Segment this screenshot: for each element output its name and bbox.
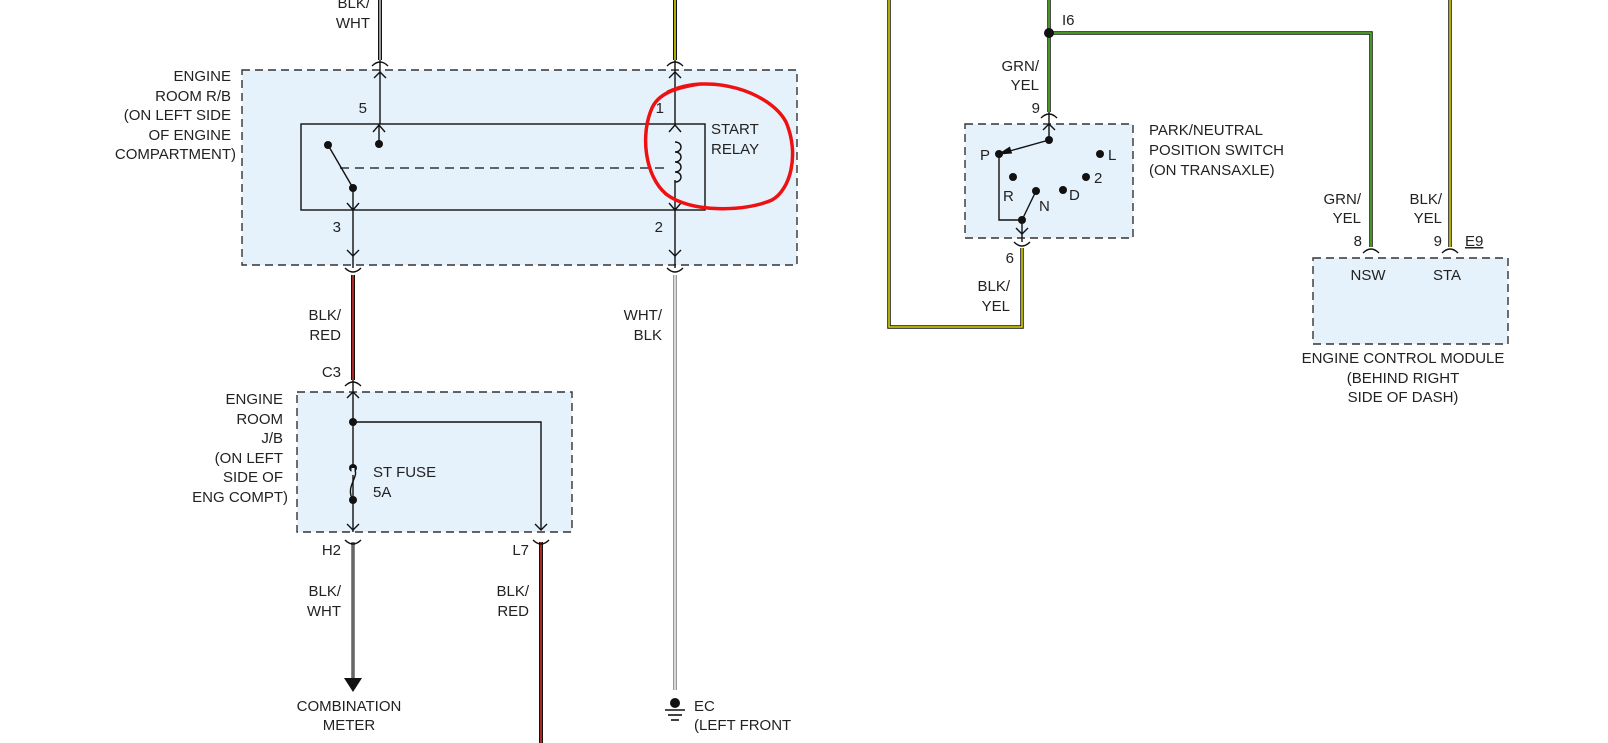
pn-position-2-dot <box>1082 173 1090 181</box>
pin-2-label: 2 <box>655 219 663 236</box>
svg-text:YEL: YEL <box>1414 210 1442 227</box>
pn-pos-l-label: L <box>1108 147 1116 164</box>
engine-room-rb-box <box>241 69 798 266</box>
engine-room-jb-label: ENGINE <box>225 391 283 408</box>
ground-icon <box>665 698 685 721</box>
jb-bus-line <box>353 421 542 530</box>
svg-text:(ON LEFT SIDE: (ON LEFT SIDE <box>124 107 231 124</box>
connector-l7-label: L7 <box>512 542 529 559</box>
svg-text:ROOM: ROOM <box>236 411 283 428</box>
pn-position-n-dot <box>1032 187 1040 195</box>
pn-pos-2-label: 2 <box>1094 170 1102 187</box>
start-relay-label: START <box>711 121 759 138</box>
connector-c3-label: C3 <box>322 364 341 381</box>
wire-label-top-left-1: BLK/ <box>337 0 370 12</box>
wire-grn-yel-2 <box>1049 31 1373 247</box>
ground-location-label: (LEFT FRONT <box>694 717 791 734</box>
ecm-pin-8-label: 8 <box>1354 233 1362 250</box>
svg-text:METER: METER <box>323 717 376 734</box>
svg-text:5A: 5A <box>373 484 391 501</box>
relay-contact-pivot <box>324 141 332 149</box>
wire-label-blk-red-1: BLK/ <box>308 307 341 324</box>
wire-label-blk-wht-2: BLK/ <box>308 583 341 600</box>
svg-text:J/B: J/B <box>261 430 283 447</box>
combination-meter-arrow-icon <box>344 678 362 692</box>
splice-i6-label: I6 <box>1062 12 1075 29</box>
svg-text:POSITION SWITCH: POSITION SWITCH <box>1149 142 1284 159</box>
svg-text:WHT: WHT <box>307 603 341 620</box>
svg-text:RED: RED <box>497 603 529 620</box>
svg-text:SIDE OF DASH): SIDE OF DASH) <box>1348 389 1459 406</box>
svg-text:YEL: YEL <box>982 298 1010 315</box>
svg-text:COMPARTMENT): COMPARTMENT) <box>115 146 236 163</box>
ecm-pin-9-label: 9 <box>1434 233 1442 250</box>
wire-label-grn-yel-1: GRN/ <box>1002 58 1040 75</box>
relay-contact-arm <box>327 144 354 189</box>
pn-position-d-dot <box>1059 186 1067 194</box>
wire-label-grn-yel-2: GRN/ <box>1324 191 1362 208</box>
pin-3-label: 3 <box>333 219 341 236</box>
pn-pos-d-label: D <box>1069 187 1080 204</box>
svg-text:RELAY: RELAY <box>711 141 759 158</box>
svg-text:(ON LEFT: (ON LEFT <box>215 450 283 467</box>
wire-label-blk-yel-2: BLK/ <box>1409 191 1442 208</box>
engine-room-jb-box <box>296 391 573 533</box>
svg-text:OF ENGINE: OF ENGINE <box>148 127 231 144</box>
connector-h2-label: H2 <box>322 542 341 559</box>
ecm-terminal-nsw: NSW <box>1351 267 1387 284</box>
combination-meter-label: COMBINATION <box>297 698 402 715</box>
pn-pos-r-label: R <box>1003 188 1014 205</box>
pin-1-label: 1 <box>656 100 664 117</box>
wire-label-blk-red-2: BLK/ <box>496 583 529 600</box>
ecm-terminal-sta: STA <box>1433 267 1461 284</box>
wire-label-wht-blk: WHT/ <box>624 307 663 324</box>
svg-text:BLK: BLK <box>634 327 662 344</box>
engine-room-rb-label: ENGINE <box>173 68 231 85</box>
relay-contact-fixed <box>375 140 383 148</box>
pn-position-l-dot <box>1096 150 1104 158</box>
svg-text:YEL: YEL <box>1011 77 1039 94</box>
svg-text:SIDE OF: SIDE OF <box>223 469 283 486</box>
pn-pos-n-label: N <box>1039 198 1050 215</box>
highlight-circle-annotation <box>643 82 795 211</box>
ground-ec-label: EC <box>694 698 715 715</box>
relay-contact-common <box>349 184 357 192</box>
wire-label-blk-yel-1: BLK/ <box>977 278 1010 295</box>
pn-switch-label: PARK/NEUTRAL <box>1149 122 1263 139</box>
ecm-connector-e9-label: E9 <box>1465 233 1483 250</box>
wire-label-top-left-2: WHT <box>336 15 370 32</box>
svg-text:ROOM R/B: ROOM R/B <box>155 88 231 105</box>
jb-bus-dot <box>349 418 357 426</box>
splice-i6-dot <box>1044 28 1054 38</box>
pn-position-r-dot <box>1009 173 1017 181</box>
pn-pos-p-label: P <box>980 147 990 164</box>
pn-pin-9-label: 9 <box>1032 100 1040 117</box>
ecm-box <box>1312 257 1509 345</box>
svg-text:ENG COMPT): ENG COMPT) <box>192 489 288 506</box>
start-relay-body <box>300 123 706 211</box>
svg-text:(BEHIND RIGHT: (BEHIND RIGHT <box>1347 370 1460 387</box>
pn-position-p-dot <box>995 150 1003 158</box>
st-fuse-label: ST FUSE <box>373 464 436 481</box>
svg-text:(ON TRANSAXLE): (ON TRANSAXLE) <box>1149 162 1275 179</box>
ecm-label: ENGINE CONTROL MODULE <box>1302 350 1505 367</box>
pn-switch-wiring <box>998 154 1022 221</box>
svg-text:RED: RED <box>309 327 341 344</box>
wire-left-loop <box>887 0 1024 329</box>
svg-text:YEL: YEL <box>1333 210 1361 227</box>
pin-5-label: 5 <box>359 100 367 117</box>
relay-coil-icon <box>674 141 682 183</box>
pn-pin-6-label: 6 <box>1006 250 1014 267</box>
